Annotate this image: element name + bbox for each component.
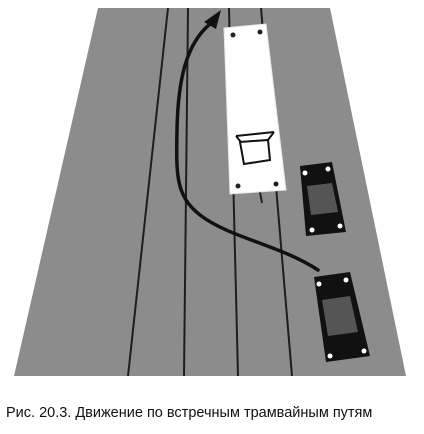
tram-body bbox=[223, 23, 287, 195]
road-scene-diagram bbox=[14, 7, 406, 377]
pantograph-icon bbox=[235, 131, 275, 166]
tram bbox=[223, 23, 287, 204]
car-maneuvering bbox=[314, 272, 370, 362]
arrow-head-icon bbox=[204, 10, 221, 29]
car-beside-tram bbox=[300, 162, 346, 236]
road bbox=[14, 8, 406, 376]
tram-rails-oncoming bbox=[127, 7, 189, 377]
trajectory-arrow bbox=[174, 10, 320, 272]
figure-caption: Рис. 20.3. Движение по встречным трамвай… bbox=[6, 405, 373, 421]
